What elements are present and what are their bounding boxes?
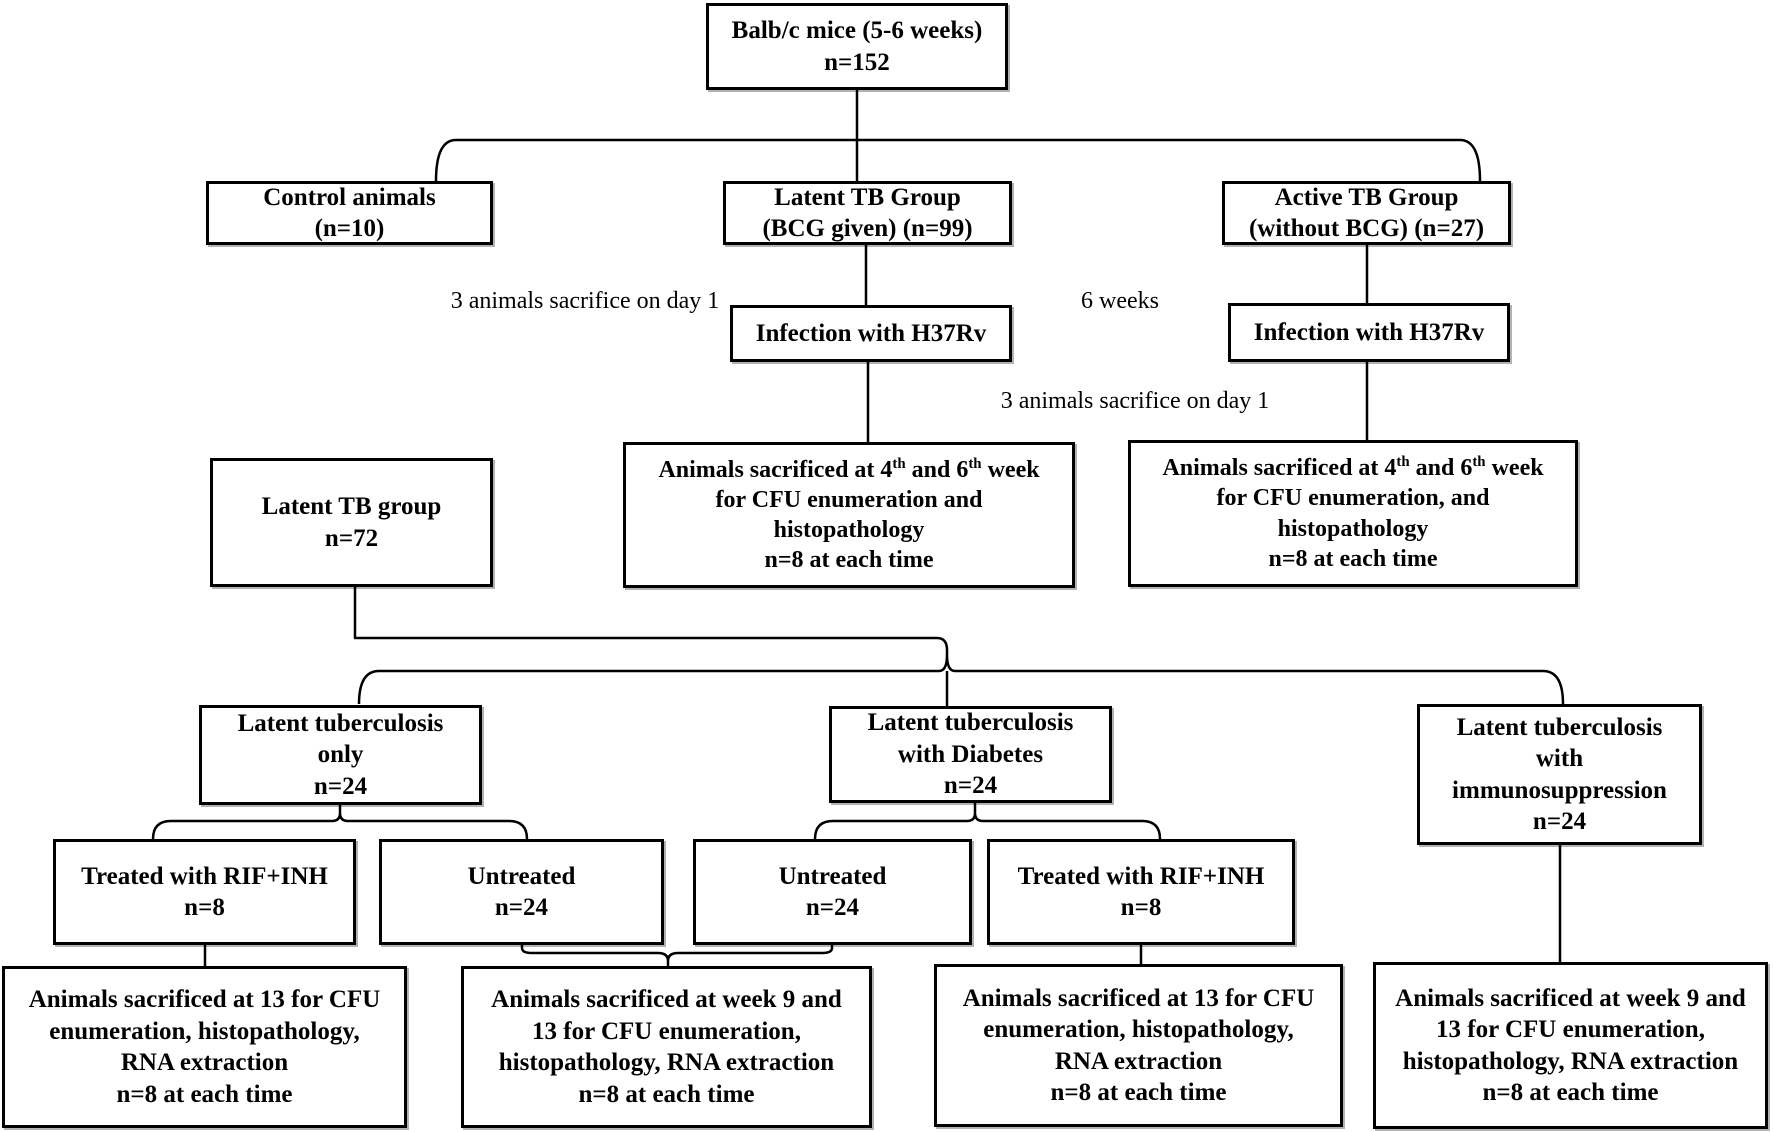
connector-latent72-feed bbox=[353, 587, 949, 655]
node-latent-tb-only: Latent tuberculosis only n=24 bbox=[199, 705, 482, 805]
node-latent-tb-diabetes: Latent tuberculosis with Diabetes n=24 bbox=[829, 706, 1112, 803]
sacrifice-active-text: Animals sacrificed at 4th and 6th week f… bbox=[1162, 454, 1544, 572]
annotation-day1-sacrifice-latent: 3 animals sacrifice on day 1 bbox=[450, 288, 720, 314]
connector-untreated-merge bbox=[520, 945, 834, 966]
node-untreated-diabetes: Untreated n=24 bbox=[693, 839, 972, 945]
connector-ltbonly-split bbox=[151, 805, 529, 840]
node-infection-h37rv-latent: Infection with H37Rv bbox=[730, 305, 1012, 362]
node-control-animals: Control animals (n=10) bbox=[206, 181, 493, 245]
annotation-six-weeks: 6 weeks bbox=[1081, 288, 1159, 314]
sacrifice-latent-text: Animals sacrificed at 4th and 6th week f… bbox=[658, 455, 1040, 574]
node-sacrifice-week9-13-untreated: Animals sacrificed at week 9 and 13 for … bbox=[461, 966, 872, 1128]
node-sacrifice-week4-6-active: Animals sacrificed at 4th and 6th week f… bbox=[1128, 440, 1578, 587]
node-latent-tb-immunosuppression: Latent tuberculosis with immunosuppressi… bbox=[1417, 704, 1702, 845]
node-balbc-mice: Balb/c mice (5-6 weeks) n=152 bbox=[706, 3, 1008, 90]
node-active-tb-group: Active TB Group (without BCG) (n=27) bbox=[1222, 181, 1511, 245]
annotation-day1-sacrifice-active: 3 animals sacrifice on day 1 bbox=[1000, 388, 1270, 414]
node-sacrifice-13-treated-only: Animals sacrificed at 13 for CFU enumera… bbox=[2, 966, 407, 1128]
node-latent-tb-n72: Latent TB group n=72 bbox=[210, 458, 493, 587]
node-sacrifice-13-treated-diabetes: Animals sacrificed at 13 for CFU enumera… bbox=[934, 964, 1343, 1127]
node-latent-tb-group: Latent TB Group (BCG given) (n=99) bbox=[723, 181, 1012, 245]
node-sacrifice-week4-6-latent: Animals sacrificed at 4th and 6th week f… bbox=[623, 442, 1075, 588]
connector-top-bracket bbox=[434, 138, 1482, 182]
node-untreated-only: Untreated n=24 bbox=[379, 839, 664, 945]
node-infection-h37rv-active: Infection with H37Rv bbox=[1228, 303, 1510, 362]
node-sacrifice-week9-13-immuno: Animals sacrificed at week 9 and 13 for … bbox=[1373, 962, 1768, 1129]
node-treated-rif-inh-diabetes: Treated with RIF+INH n=8 bbox=[987, 839, 1295, 945]
connector-latent72-brace bbox=[357, 653, 1565, 705]
connector-diabetes-split bbox=[813, 803, 1162, 840]
node-treated-rif-inh-only: Treated with RIF+INH n=8 bbox=[53, 839, 356, 945]
